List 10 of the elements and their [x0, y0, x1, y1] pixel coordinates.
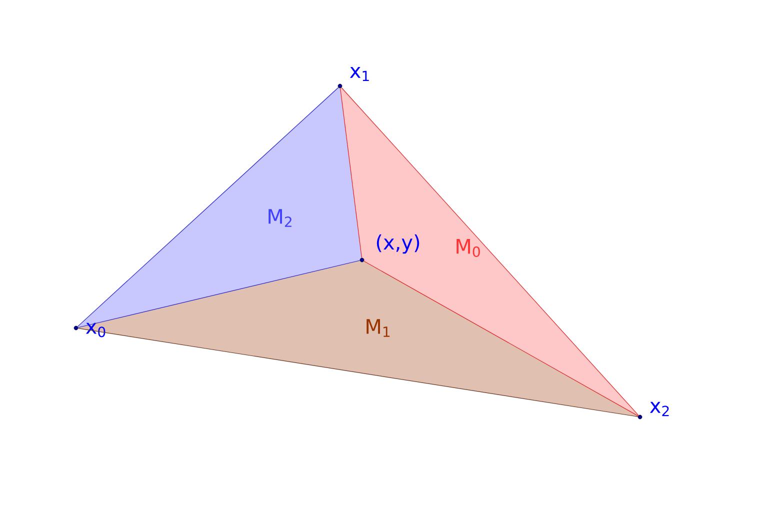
triangle-edge — [78, 260, 360, 328]
labeled-point: (x,y) — [360, 234, 420, 262]
labeled-point: x$_{2}$ — [638, 402, 669, 420]
triangle-edge — [364, 260, 638, 416]
node-label: (x,y) — [376, 234, 420, 254]
node-label: x$_{2}$ — [650, 402, 669, 416]
labeled-point: x$_{1}$ — [338, 66, 369, 88]
node-label: x$_{1}$ — [350, 66, 369, 82]
triangle-edge — [78, 328, 638, 417]
triangle-edge — [340, 88, 362, 258]
